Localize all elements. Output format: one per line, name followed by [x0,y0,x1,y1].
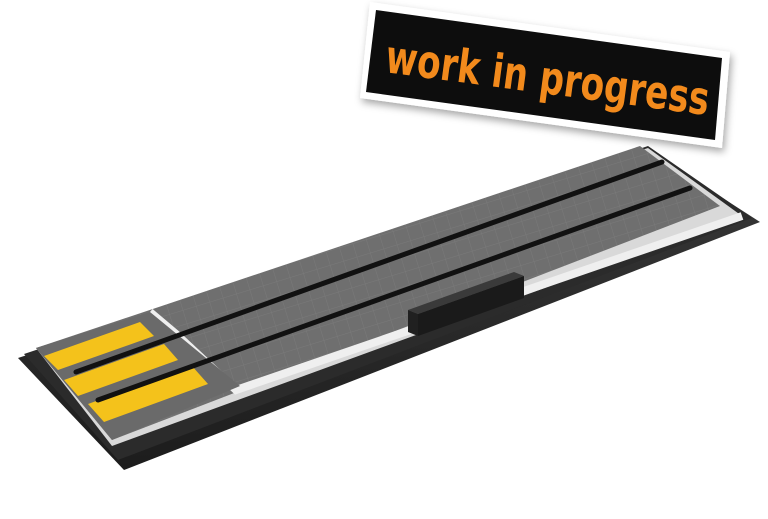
dark-block-side [418,276,524,336]
track-slot [73,159,665,375]
sign-panel [366,10,722,140]
yellow-stripe [88,366,208,422]
dark-block-front [408,310,418,336]
yellow-stripe [64,344,178,396]
yellow-stripe [44,322,154,370]
track-slot [95,185,693,403]
track-slots [73,159,693,403]
dark-block [408,272,524,336]
dark-block-top [408,272,524,314]
work-in-progress-sign: work in progress [360,2,730,148]
yellow-stripes [44,322,208,422]
platform-model [18,146,760,470]
